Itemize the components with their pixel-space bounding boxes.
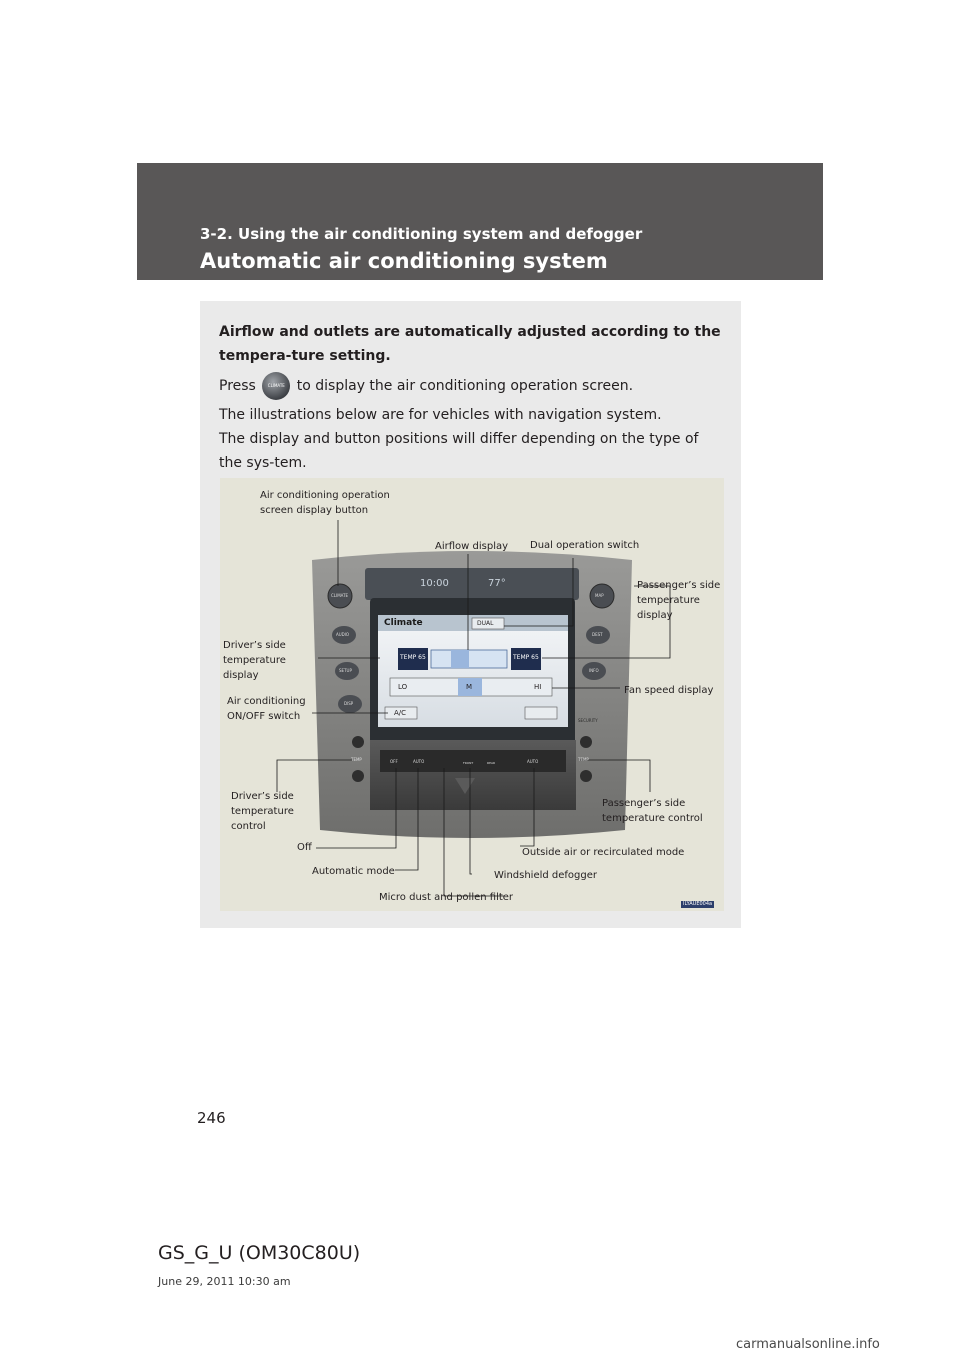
callout-ac-onoff: Air conditioning ON/OFF switch [227, 696, 306, 722]
airflow-selected [451, 650, 469, 668]
callout-lines [276, 520, 671, 897]
dual-button [471, 617, 505, 630]
page-header: 3-2. Using the air conditioning system a… [137, 163, 823, 280]
press-before: Press [219, 378, 256, 394]
disp-button [338, 695, 362, 713]
climate-icon-text: CLIMATE [267, 383, 285, 388]
callout-driver-temp-display: Driver’s side temperature display [223, 640, 286, 681]
document-code: GS_G_U (OM30C80U) [158, 1242, 361, 1264]
section-heading: 3-2. Using the air conditioning system a… [200, 225, 643, 243]
setup-button [335, 662, 359, 680]
fan-m-label: M [466, 683, 473, 691]
temp-left-box [398, 648, 428, 670]
panel-auto-left-label: AUTO [413, 759, 425, 764]
image-code-label: ILYAUE004a [681, 901, 715, 908]
fan-lo-label: LO [398, 683, 408, 691]
callout-off: Off [297, 842, 312, 853]
panel-map-label: MAP [595, 593, 604, 598]
control-panel-figure: Climate DUAL TEMP 65 TEMP 65 LO M HI A/C… [220, 478, 724, 911]
panel-info-label: INFO [589, 668, 599, 673]
button-row [380, 750, 566, 772]
panel-auto-right-label: AUTO [527, 759, 539, 764]
document-date: June 29, 2011 10:30 am [158, 1275, 291, 1288]
press-after: to display the air conditioning operatio… [296, 378, 634, 394]
intro-text: Airflow and outlets are automatically ad… [219, 320, 724, 478]
temp-up-left [352, 736, 364, 748]
ac-label: A/C [394, 709, 407, 717]
panel-audio-label: AUDIO [336, 632, 350, 637]
panel-temp-left-label: TEMP [351, 757, 362, 762]
fan-hi-label: HI [534, 683, 542, 691]
clock-readout: 10:00 [420, 578, 449, 589]
panel-climate-label: CLIMATE [331, 593, 349, 598]
callout-passenger-temp-control: Passenger’s side temperature control [602, 798, 703, 824]
note-2: The display and button positions will di… [219, 431, 699, 471]
callout-automatic-mode: Automatic mode [312, 866, 395, 877]
fan-m-segment [458, 678, 482, 696]
watermark: carmanualsonline.info [736, 1337, 880, 1352]
panel-rear-label: REAR [487, 761, 496, 765]
callout-outside-air: Outside air or recirculated mode [522, 847, 685, 858]
panel-setup-label: SETUP [339, 668, 352, 673]
temp-down-left [352, 770, 364, 782]
defog-screen-button [524, 706, 558, 720]
panel-disp-label: DISP [344, 701, 354, 706]
callout-micro-dust: Micro dust and pollen filter [379, 892, 514, 903]
page-number: 246 [197, 1109, 226, 1127]
temp-up-right [580, 736, 592, 748]
temp-down-right [580, 770, 592, 782]
callout-dual-switch: Dual operation switch [530, 540, 640, 551]
press-instruction: Press CLIMATE to display the air conditi… [219, 372, 724, 400]
temp-left-label: TEMP 65 [400, 654, 426, 661]
panel-security-label: SECURITY [578, 718, 598, 723]
climate-button-icon: CLIMATE [262, 372, 291, 400]
callout-ac-screen-button: Air conditioning operation screen displa… [260, 490, 390, 516]
temp-right-label: TEMP 65 [513, 654, 539, 661]
map-knob [589, 583, 615, 609]
temp-right-box [511, 648, 541, 670]
callout-fan-speed-display: Fan speed display [624, 685, 714, 696]
control-panel-illustration [276, 520, 671, 897]
callout-windshield-defogger: Windshield defogger [494, 870, 598, 881]
callout-driver-temp-control: Driver’s side temperature control [231, 791, 294, 832]
panel-off-label: OFF [390, 759, 398, 764]
audio-button [332, 626, 356, 644]
lead-paragraph: Airflow and outlets are automatically ad… [219, 324, 721, 364]
dest-button [586, 626, 610, 644]
callout-airflow-display: Airflow display [435, 541, 509, 552]
outside-temp-readout: 77° [488, 578, 506, 589]
panel-front-label: FRONT [463, 761, 474, 765]
panel-temp-right-label: TEMP [578, 757, 589, 762]
clock-strip [365, 568, 579, 600]
climate-knob [327, 583, 353, 609]
callout-passenger-temp-display: Passenger’s side temperature display [637, 580, 721, 621]
info-button [582, 662, 606, 680]
page-title: Automatic air conditioning system [200, 249, 608, 273]
note-1: The illustrations below are for vehicles… [219, 407, 662, 423]
screen-title: Climate [384, 618, 423, 628]
panel-dest-label: DEST [592, 632, 603, 637]
dual-label: DUAL [477, 620, 494, 627]
